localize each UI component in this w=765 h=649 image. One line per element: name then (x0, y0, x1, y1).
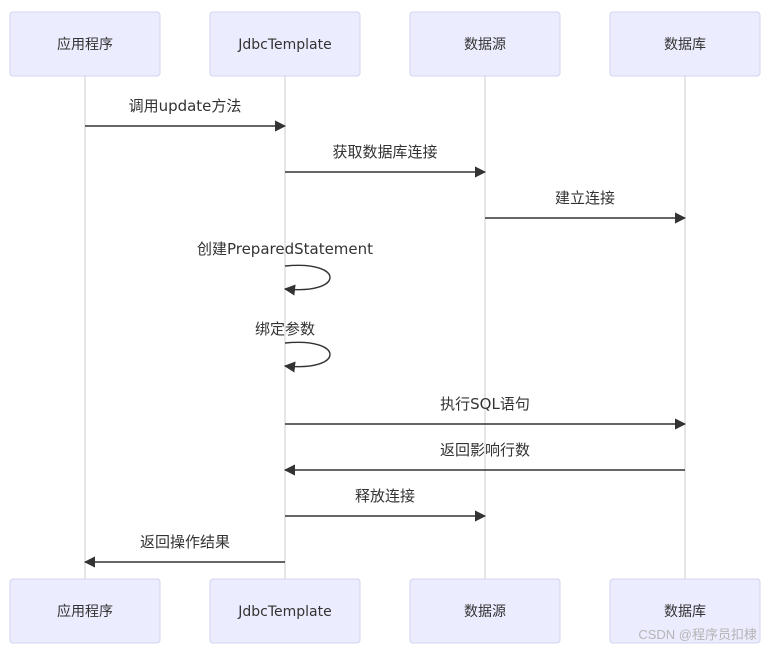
participant-app-bottom: 应用程序 (9, 578, 161, 644)
participant-ds-top: 数据源 (409, 11, 561, 77)
participant-app-top: 应用程序 (9, 11, 161, 77)
participant-box (209, 11, 361, 77)
lifelines (84, 76, 686, 579)
participant-box (9, 578, 161, 644)
participant-label: 应用程序 (57, 603, 113, 620)
message-4: 创建PreparedStatement (197, 240, 373, 296)
message-3: 建立连接 (485, 189, 687, 224)
self-message-arrow (283, 341, 331, 373)
message-2: 获取数据库连接 (285, 143, 487, 178)
participant-box (409, 578, 561, 644)
message-1: 调用update方法 (85, 97, 287, 132)
watermark: CSDN @程序员扣棣 (638, 627, 757, 642)
participant-jdbc-top: JdbcTemplate (209, 11, 361, 77)
participant-db-top: 数据库 (609, 11, 761, 77)
message-label: 绑定参数 (255, 320, 315, 338)
message-label: 返回影响行数 (440, 441, 530, 459)
message-8: 释放连接 (285, 487, 487, 522)
participant-box (409, 11, 561, 77)
participant-label: JdbcTemplate (237, 37, 331, 53)
message-label: 返回操作结果 (140, 533, 230, 551)
participants: 应用程序应用程序JdbcTemplateJdbcTemplate数据源数据源数据… (9, 11, 761, 644)
participant-label: 数据源 (464, 604, 506, 620)
participant-label: JdbcTemplate (237, 604, 331, 620)
participant-label: 应用程序 (57, 36, 113, 53)
participant-jdbc-bottom: JdbcTemplate (209, 578, 361, 644)
participant-box (609, 11, 761, 77)
self-message-arrow (283, 264, 331, 296)
participant-box (209, 578, 361, 644)
participant-ds-bottom: 数据源 (409, 578, 561, 644)
participant-label: 数据库 (664, 604, 706, 620)
participant-box (609, 578, 761, 644)
message-9: 返回操作结果 (83, 533, 285, 568)
message-label: 建立连接 (555, 189, 615, 207)
message-label: 获取数据库连接 (332, 143, 437, 161)
messages: 调用update方法获取数据库连接建立连接创建PreparedStatement… (83, 97, 687, 568)
message-label: 调用update方法 (129, 97, 242, 115)
message-5: 绑定参数 (255, 320, 331, 373)
participant-box (9, 11, 161, 77)
message-label: 执行SQL语句 (440, 395, 530, 413)
participant-label: 数据库 (664, 37, 706, 53)
message-label: 创建PreparedStatement (197, 240, 373, 258)
participant-db-bottom: 数据库 (609, 578, 761, 644)
message-label: 释放连接 (355, 487, 415, 505)
message-6: 执行SQL语句 (285, 395, 687, 430)
message-7: 返回影响行数 (283, 441, 685, 476)
participant-label: 数据源 (464, 37, 506, 53)
